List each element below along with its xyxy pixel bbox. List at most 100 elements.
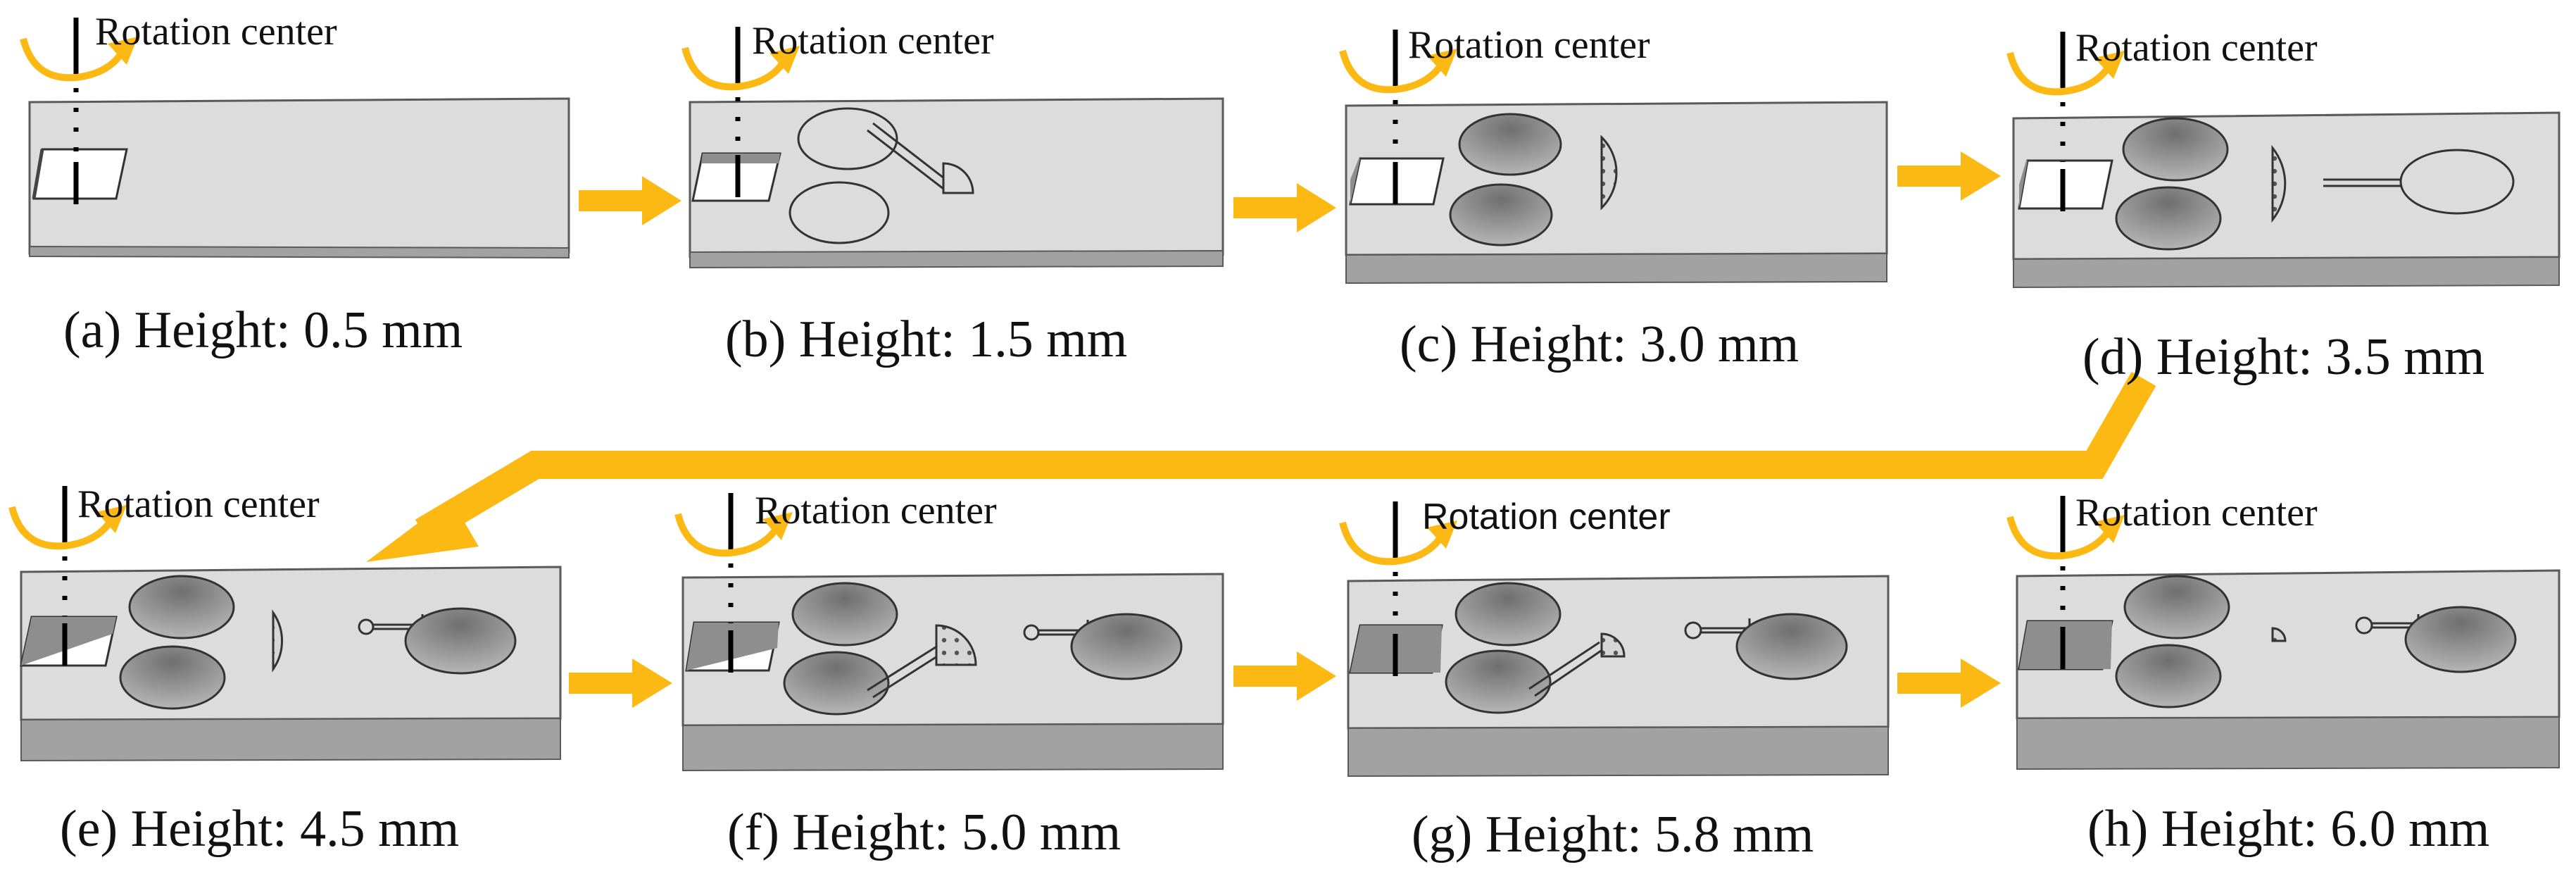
- plate-side: [2013, 256, 2560, 289]
- dotted-semicircle: [2271, 627, 2287, 642]
- square-cavity: [32, 148, 128, 200]
- small-circular-well: [358, 618, 375, 635]
- caption-f: (f) Height: 5.0 mm: [727, 804, 1121, 861]
- rotation-center-label-d: Rotation center: [2075, 26, 2318, 70]
- rotation-arrow-arc: [1339, 521, 1445, 566]
- arrow-b-to-c: [1233, 183, 1336, 232]
- caption-c: (c) Height: 3.0 mm: [1400, 316, 1799, 373]
- plate-side: [29, 245, 570, 259]
- arrow-f-to-g: [1233, 651, 1336, 701]
- dotted-semicircle: [272, 609, 283, 673]
- right-circular-chamber: [404, 607, 517, 675]
- lower-circular-chamber: [2115, 186, 2222, 251]
- right-circular-chamber: [1735, 613, 1848, 680]
- caption-g: (g) Height: 5.8 mm: [1412, 806, 1814, 863]
- return-arrow-d-to-e: [415, 372, 2156, 544]
- panel-g: [1347, 575, 1890, 778]
- rotation-center-label-h: Rotation center: [2075, 491, 2318, 535]
- dotted-semicircle: [1600, 135, 1618, 211]
- panel-f: [681, 573, 1224, 772]
- dotted-semicircle: [1600, 632, 1626, 658]
- small-circular-well: [2355, 616, 2373, 635]
- transition-arrows: [366, 151, 2156, 708]
- rotation-arrow-head: [762, 512, 793, 540]
- rotation-axis-f: [674, 493, 793, 673]
- rotation-center-label-e: Rotation center: [77, 482, 320, 526]
- right-circular-chamber: [2404, 606, 2517, 673]
- plate-side: [682, 723, 1224, 772]
- upper-circular-chamber: [128, 575, 235, 639]
- lower-circular-chamber: [2115, 644, 2222, 709]
- cavity-wall: [21, 617, 116, 666]
- plate-side: [1347, 725, 1889, 778]
- upper-circular-chamber: [1458, 113, 1562, 176]
- small-circular-well: [1684, 621, 1702, 639]
- caption-d: (d) Height: 3.5 mm: [2082, 328, 2485, 386]
- rotation-center-label-a: Rotation center: [95, 10, 337, 54]
- rotation-arrow-arc: [8, 506, 114, 550]
- connecting-channel: [2323, 178, 2404, 187]
- rotation-arrow-head: [108, 37, 138, 65]
- arrow-a-to-b: [579, 176, 681, 225]
- lower-circular-chamber: [788, 181, 890, 244]
- arrow-c-to-d: [1897, 151, 2001, 201]
- cavity-wall: [1350, 158, 1360, 204]
- square-cavity: [2018, 159, 2113, 210]
- rotation-arrow-head: [2094, 515, 2125, 543]
- rotation-center-label-c: Rotation center: [1408, 23, 1650, 67]
- lower-circular-chamber: [1449, 183, 1553, 247]
- cavity-wall: [2019, 621, 2112, 669]
- rotation-arrow-head: [1427, 520, 1457, 549]
- panel-d: [2012, 111, 2561, 289]
- panel-b: [689, 97, 1224, 269]
- arrow-e-to-f: [569, 659, 672, 708]
- return-arrowhead: [366, 499, 479, 562]
- cavity-wall: [32, 149, 44, 199]
- connecting-channel: [1528, 641, 1606, 697]
- upper-circular-chamber: [1455, 582, 1562, 647]
- lower-circular-chamber: [783, 651, 890, 716]
- dotted-semicircle: [2271, 144, 2287, 223]
- right-circular-chamber: [2399, 149, 2515, 215]
- caption-a: (a) Height: 0.5 mm: [63, 301, 463, 359]
- rotation-arrow-head: [2094, 51, 2125, 79]
- caption-e: (e) Height: 4.5 mm: [60, 800, 460, 858]
- panel-e: [20, 566, 562, 762]
- rotation-axis-c: [1339, 30, 1457, 204]
- plate-side: [689, 249, 1224, 269]
- plate-side: [1345, 252, 1887, 285]
- rotation-arrow-arc: [2006, 51, 2112, 96]
- rotation-axis-d: [2006, 32, 2125, 211]
- rotation-axis-b: [681, 27, 800, 197]
- rotation-arrow-arc: [681, 46, 787, 91]
- upper-circular-chamber: [2123, 575, 2230, 639]
- rotation-arrow-arc: [20, 37, 125, 82]
- rotation-center-label-g: Rotation center: [1422, 497, 1671, 537]
- panel-h: [2016, 569, 2561, 770]
- rotation-axis-h: [2006, 496, 2125, 669]
- plate-side: [20, 717, 561, 762]
- rotation-center-label-b: Rotation center: [752, 19, 994, 63]
- connecting-channel: [867, 122, 951, 190]
- panel-c: [1345, 101, 1888, 285]
- rotation-center-label-f: Rotation center: [755, 489, 997, 532]
- rotation-arrow-arc: [2006, 516, 2112, 560]
- panel-a: [28, 97, 570, 259]
- rotation-axis-e: [8, 486, 127, 666]
- caption-h: (h) Height: 6.0 mm: [2087, 800, 2490, 858]
- small-circular-well: [1023, 624, 1040, 641]
- plate-side: [2016, 716, 2560, 770]
- rotation-arrow-arc: [674, 513, 780, 557]
- upper-circular-chamber: [2122, 117, 2229, 182]
- rotation-arrow-head: [96, 505, 127, 533]
- arrow-g-to-h: [1897, 659, 2001, 708]
- upper-circular-chamber: [797, 107, 898, 170]
- lower-circular-chamber: [119, 645, 226, 710]
- lower-circular-chamber: [1445, 649, 1552, 714]
- rotation-axes: [8, 18, 2125, 676]
- rotation-arrow-head: [1427, 49, 1457, 77]
- rotation-axis-a: [20, 18, 138, 204]
- caption-b: (b) Height: 1.5 mm: [725, 311, 1128, 368]
- semicircular-chamber: [942, 162, 974, 194]
